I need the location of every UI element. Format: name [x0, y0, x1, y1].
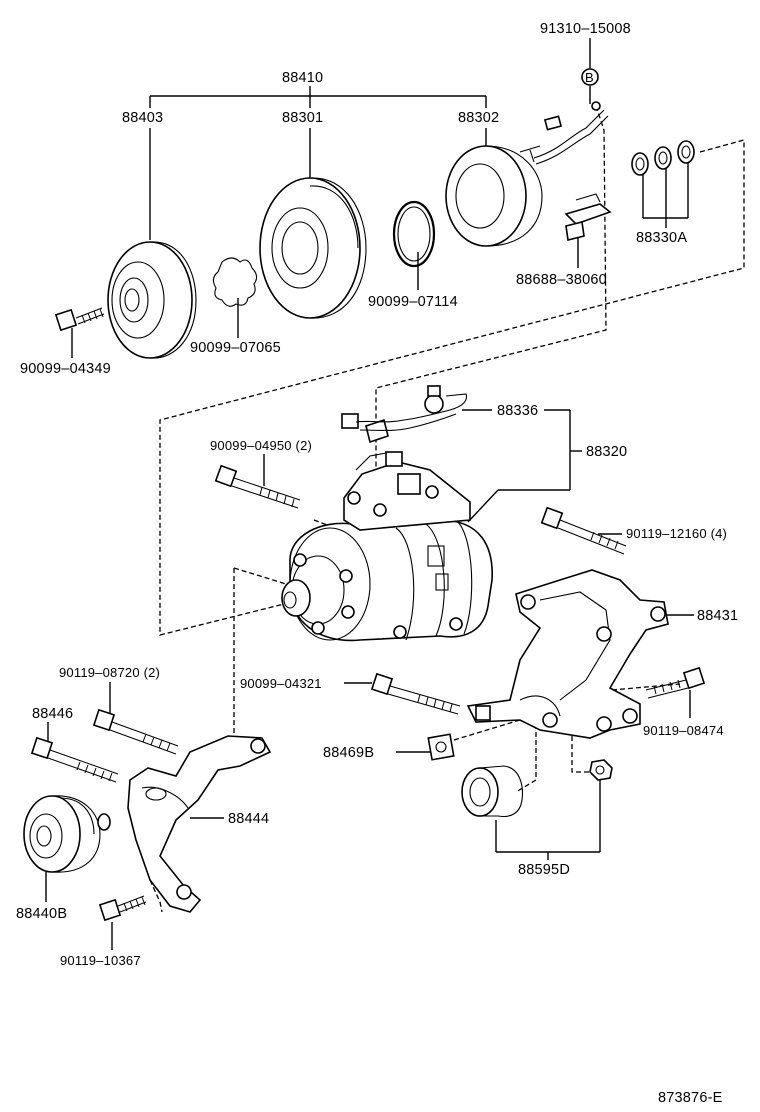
label-88440B: 88440B — [16, 906, 67, 922]
bolt-90099-04349 — [54, 307, 105, 332]
leader-lines — [45, 38, 694, 950]
pulley-part — [259, 177, 367, 319]
snap-ring-part — [392, 200, 436, 268]
label-88410: 88410 — [282, 70, 323, 86]
label-88320: 88320 — [586, 444, 627, 460]
label-88336: 88336 — [497, 403, 538, 419]
label-91310-15008: 91310–15008 — [540, 21, 631, 37]
idler-pulley-part — [23, 795, 111, 873]
bolt-90099-04950 — [214, 464, 301, 509]
label-90099-04321: 90099–04321 — [240, 676, 322, 691]
washers-part — [631, 140, 695, 176]
label-90099-04950: 90099–04950 (2) — [210, 438, 312, 453]
bolt-90099-04321 — [370, 672, 461, 715]
label-90119-10367: 90119–10367 — [60, 953, 141, 968]
pressure-plate-hub-part — [107, 241, 197, 359]
bolt-90119-10367 — [98, 895, 147, 922]
field-coil-part — [445, 101, 609, 247]
marker-b-text: B — [585, 70, 594, 85]
bolt-90119-08720 — [92, 708, 179, 755]
label-88444: 88444 — [228, 811, 269, 827]
label-88330A: 88330A — [636, 230, 687, 246]
shim-ring-part — [212, 257, 258, 307]
compressor-body-part — [281, 451, 493, 642]
wire-clamp-part — [564, 193, 612, 241]
label-90099-07114: 90099–07114 — [368, 294, 458, 310]
nut-88595d-part — [589, 759, 613, 781]
label-88446: 88446 — [32, 706, 73, 722]
diagram-id: 873876-E — [658, 1090, 723, 1106]
label-90099-04349: 90099–04349 — [20, 361, 111, 377]
label-90099-07065: 90099–07065 — [190, 340, 281, 356]
reference-marker-b: B — [581, 68, 599, 86]
label-90119-12160: 90119–12160 (4) — [626, 526, 727, 541]
bolt-88446 — [30, 736, 119, 783]
label-90119-08474: 90119–08474 — [643, 723, 724, 738]
bolt-90119-12160 — [540, 506, 627, 555]
collar-88595d-part — [461, 765, 524, 818]
label-88301: 88301 — [282, 110, 323, 126]
label-88302: 88302 — [458, 110, 499, 126]
label-88469B: 88469B — [323, 745, 374, 761]
label-90119-08720: 90119–08720 (2) — [59, 665, 160, 680]
label-88403: 88403 — [122, 110, 163, 126]
thermal-switch-harness-part — [341, 385, 468, 444]
label-88431: 88431 — [697, 608, 738, 624]
idler-bracket-part — [127, 735, 272, 913]
bolt-90119-08474 — [645, 666, 706, 699]
spacer-88469b-part — [427, 733, 455, 761]
label-88688-38060: 88688–38060 — [516, 272, 607, 288]
compressor-bracket-part — [466, 569, 669, 739]
label-88595D: 88595D — [518, 862, 570, 878]
